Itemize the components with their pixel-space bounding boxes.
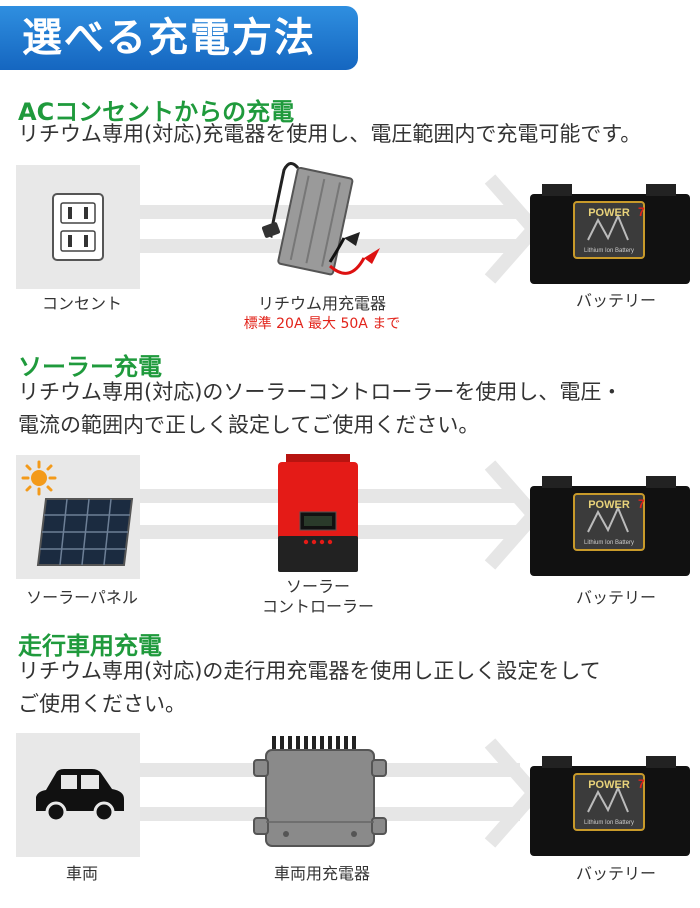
section-title-vehicle: 走行車用充電 <box>18 632 162 660</box>
battery-icon-vehicle: POWER 7 Lithium Ion Battery <box>530 756 690 856</box>
solar-panel-icon <box>36 498 134 566</box>
battery-brand-mark-vehicle: 7 <box>638 777 645 791</box>
outlet-icon <box>52 193 104 261</box>
solar-box <box>16 455 140 579</box>
label-battery-ac: バッテリー <box>575 291 656 310</box>
battery-subtitle-solar: Lithium Ion Battery <box>584 540 634 546</box>
solar-controller-icon <box>278 454 358 572</box>
section-desc-solar-line1: リチウム専用(対応)のソーラーコントローラーを使用し、電圧・ <box>18 380 623 404</box>
section-title-ac: ACコンセントからの充電 <box>18 98 295 126</box>
vehicle-box <box>16 733 140 857</box>
label-charger-note: 標準 20A 最大 50A まで <box>243 316 401 332</box>
battery-icon-ac: POWER 7 Lithium Ion Battery <box>530 184 690 284</box>
battery-brand-mark-ac: 7 <box>638 205 645 219</box>
section-desc-vehicle-line2: ご使用ください。 <box>18 692 186 716</box>
battery-icon-solar: POWER 7 Lithium Ion Battery <box>530 476 690 576</box>
vehicle-charger-icon <box>253 736 387 847</box>
battery-brand-ac: POWER <box>588 207 630 219</box>
label-outlet: コンセント <box>41 294 122 313</box>
label-lithium-charger: リチウム用充電器 <box>257 294 386 313</box>
outlet-box <box>16 165 140 289</box>
label-controller-line2: コントローラー <box>261 597 374 616</box>
label-vehicle: 車両 <box>65 864 98 883</box>
label-controller-line1: ソーラー <box>285 577 350 596</box>
sun-icon <box>21 460 57 496</box>
battery-brand-solar: POWER <box>588 499 630 511</box>
section-desc-solar-line2: 電流の範囲内で正しく設定してご使用ください。 <box>18 413 480 437</box>
battery-brand-mark-solar: 7 <box>638 497 645 511</box>
battery-subtitle-vehicle: Lithium Ion Battery <box>584 820 634 826</box>
label-battery-vehicle: バッテリー <box>575 864 656 883</box>
label-battery-solar: バッテリー <box>575 588 656 607</box>
battery-subtitle-ac: Lithium Ion Battery <box>584 248 634 254</box>
section-title-solar: ソーラー充電 <box>18 353 162 381</box>
battery-brand-vehicle: POWER <box>588 779 630 791</box>
page-title: 選べる充電方法 <box>22 15 316 61</box>
section-desc-ac: リチウム専用(対応)充電器を使用し、電圧範囲内で充電可能です。 <box>18 122 642 146</box>
label-vehicle-charger: 車両用充電器 <box>273 864 370 883</box>
section-desc-vehicle-line1: リチウム専用(対応)の走行用充電器を使用し正しく設定をして <box>18 659 601 683</box>
lithium-charger-icon <box>261 162 380 276</box>
car-icon <box>36 769 124 823</box>
header-banner: 選べる充電方法 <box>0 6 358 70</box>
label-solar-panel: ソーラーパネル <box>26 588 138 607</box>
